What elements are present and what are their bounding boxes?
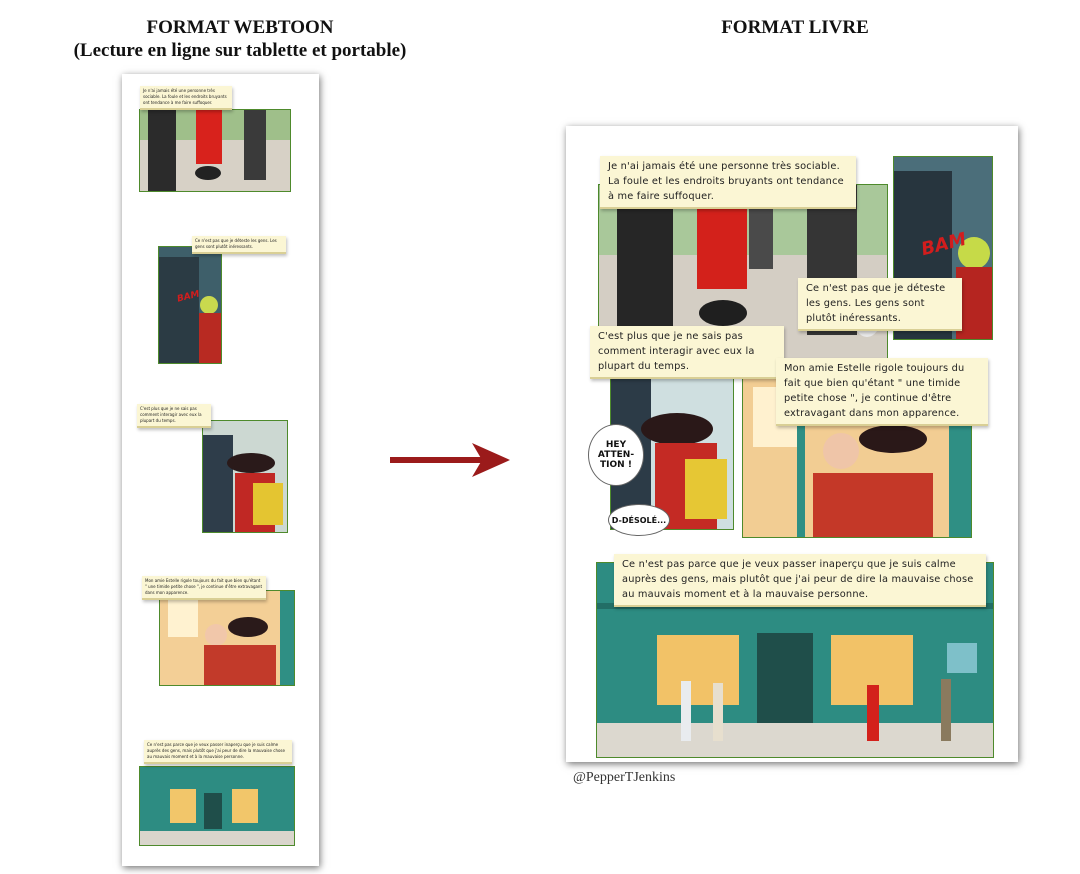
webtoon-panel-3 — [202, 420, 288, 533]
book-format-heading: FORMAT LIVRE — [721, 17, 869, 38]
webtoon-heading-title: FORMAT WEBTOON — [146, 17, 334, 38]
webtoon-format-heading: FORMAT WEBTOON (Lecture en ligne sur tab… — [30, 16, 450, 62]
webtoon-heading-subtitle: (Lecture en ligne sur tablette et portab… — [73, 40, 407, 61]
book-panel-3 — [610, 366, 734, 530]
webtoon-caption-2: Ce n'est pas que je déteste les gens. Le… — [192, 236, 286, 254]
book-page: Je n'ai jamais été une personne très soc… — [566, 126, 1018, 762]
webtoon-strip: Je n'ai jamais été une personne très soc… — [122, 74, 319, 866]
book-caption-3: C'est plus que je ne sais pas comment in… — [590, 326, 784, 379]
webtoon-caption-4: Mon amie Estelle rigole toujours du fait… — [142, 576, 266, 600]
webtoon-panel-4 — [159, 590, 295, 686]
book-bubble-sorry: D-DÉSOLÉ... — [608, 504, 670, 536]
arrow-right-icon — [390, 443, 510, 477]
webtoon-caption-1: Je n'ai jamais été une personne très soc… — [140, 86, 232, 110]
book-caption-1: Je n'ai jamais été une personne très soc… — [600, 156, 856, 209]
book-bubble-hey: HEY ATTEN- TION ! — [588, 424, 644, 486]
book-caption-4: Mon amie Estelle rigole toujours du fait… — [776, 358, 988, 426]
webtoon-caption-5: Ce n'est pas parce que je veux passer in… — [144, 740, 292, 764]
webtoon-panel-1 — [139, 109, 291, 192]
book-caption-2: Ce n'est pas que je déteste les gens. Le… — [798, 278, 962, 331]
credit-text: @PepperTJenkins — [573, 770, 676, 785]
webtoon-panel-5 — [139, 766, 295, 846]
book-caption-5: Ce n'est pas parce que je veux passer in… — [614, 554, 986, 607]
webtoon-caption-3: C'est plus que je ne sais pas comment in… — [137, 404, 211, 428]
webtoon-panel-2 — [158, 246, 222, 364]
